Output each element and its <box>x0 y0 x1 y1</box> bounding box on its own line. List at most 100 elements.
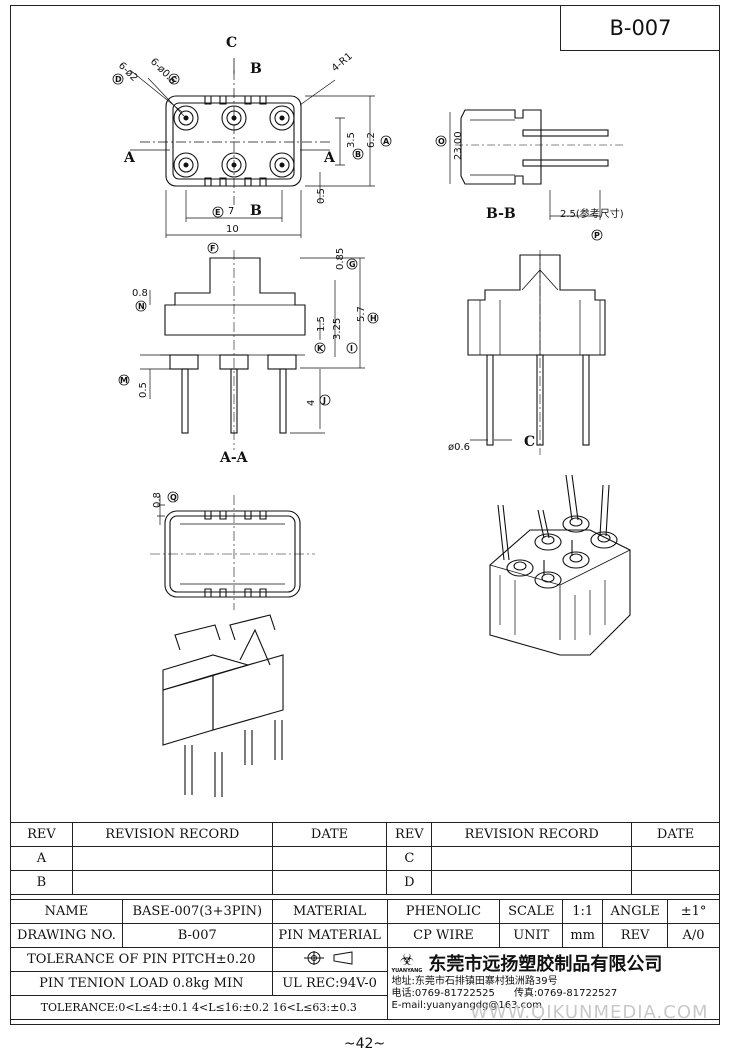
title-block: NAME BASE-007(3+3PIN) MATERIAL PHENOLIC … <box>10 899 721 1020</box>
rev-cell: B <box>10 870 73 895</box>
circle-label-p: P <box>591 229 603 241</box>
logo-text: YUANYANG <box>391 968 423 974</box>
rev-value: A/0 <box>667 923 720 948</box>
circle-label-b: B <box>352 148 364 160</box>
iso-edges <box>489 549 631 640</box>
bottom-notches <box>204 177 267 186</box>
revision-header-row: REV REVISION RECORD DATE REV REVISION RE… <box>10 822 720 847</box>
side-pin-bottom <box>522 159 609 167</box>
bottom-centerlines <box>150 495 315 610</box>
end-pin-right <box>582 354 590 446</box>
record-cell <box>71 870 273 895</box>
company-address: 地址:东莞市石排镇田寨村独洲路39号 <box>391 976 558 987</box>
date-cell <box>271 846 388 871</box>
page-number: ~42~ <box>343 1036 386 1052</box>
drawing-sheet-frame <box>10 5 720 1025</box>
angle-value: ±1° <box>667 899 720 924</box>
end-pin-left <box>486 354 494 446</box>
name-label: NAME <box>10 899 123 924</box>
dim-pitch-e-value: 7 <box>228 206 234 217</box>
pin-material-label: PIN MATERIAL <box>271 923 388 948</box>
bottom-bottom-notches <box>204 588 267 597</box>
top-view-outline <box>165 95 302 187</box>
circle-label-k: K <box>314 342 326 354</box>
date-header: DATE <box>271 822 388 847</box>
pin-material-value: CP WIRE <box>386 923 501 948</box>
circle-label-g: G <box>346 258 358 270</box>
rev-header: REV <box>10 822 73 847</box>
section-dim-i: 3.25 <box>332 318 343 340</box>
section-dim-m: 0.5 <box>138 382 149 398</box>
end-view-dim: ø0.6 <box>448 442 470 453</box>
svg-text:J: J <box>322 396 326 405</box>
dim-h <box>300 257 365 369</box>
circle-label-f: F <box>207 242 219 254</box>
material-value: PHENOLIC <box>386 899 501 924</box>
section-pin-left <box>181 368 189 434</box>
unit-label: UNIT <box>499 923 564 948</box>
iso-pins <box>497 474 618 589</box>
side-body <box>460 109 542 185</box>
iso2-center-rib <box>239 628 271 666</box>
unit-value: mm <box>562 923 604 948</box>
svg-text:K: K <box>317 344 324 353</box>
iso2-left-wall <box>162 674 214 746</box>
projection-symbol-icon <box>303 950 353 965</box>
bottom-dim-q: 0.8 <box>152 492 163 508</box>
revision-record-header: REVISION RECORD <box>71 822 273 847</box>
dim-pitch-e <box>185 190 283 222</box>
circle-label-n: N <box>135 300 147 312</box>
name-value: BASE-007(3+3PIN) <box>121 899 273 924</box>
rev-label: REV <box>602 923 669 948</box>
svg-text:P: P <box>594 231 600 240</box>
company-logo: ☣ YUANYANG <box>391 952 423 975</box>
iso-body <box>489 529 631 656</box>
circle-label-c: C <box>168 73 180 85</box>
date-header-2: DATE <box>631 822 720 847</box>
pitch-tolerance: TOLERANCE OF PIN PITCH±0.20 <box>10 947 273 972</box>
date-cell-2 <box>631 846 720 871</box>
iso2-right-wall <box>212 654 284 731</box>
angle-label: ANGLE <box>602 899 669 924</box>
company-block: ☣ YUANYANG 东莞市远扬塑胶制品有限公司 地址:东莞市石排镇田寨村独洲路… <box>386 947 721 1020</box>
end-body <box>467 254 606 356</box>
section-pin-right <box>279 368 287 434</box>
end-view-c <box>467 250 606 455</box>
isometric-bottom-view <box>162 614 284 797</box>
circle-label-d: D <box>112 73 124 85</box>
circle-label-i: I <box>346 342 358 354</box>
side-pin-top <box>522 129 609 137</box>
svg-text:E: E <box>215 208 220 217</box>
section-dim-j: 4 <box>306 400 317 406</box>
technical-drawing: C B B A A 6-ø2 6-ø0.6 4-R1 3.5 6.2 0.5 7… <box>112 35 631 797</box>
title-row-4: PIN TENION LOAD 0.8kg MIN UL REC:94V-0 <box>10 971 720 996</box>
title-row-5: TOLERANCE:0<L≤4:±0.1 4<L≤16:±0.2 16<L≤63… <box>10 995 720 1020</box>
dim-width-f <box>165 190 302 238</box>
ul-rating: UL REC:94V-0 <box>271 971 388 996</box>
svg-text:H: H <box>370 314 377 323</box>
circle-labels: A B C D E F G H I J K M N O P Q <box>112 73 603 503</box>
top-section-c-label: C <box>226 35 237 51</box>
dim-q <box>157 495 165 525</box>
side-dim-o-value: 23.00 <box>453 131 464 160</box>
company-name: 东莞市远扬塑胶制品有限公司 <box>428 954 663 975</box>
dim-offset-value: 0.5 <box>316 188 327 204</box>
scale-value: 1:1 <box>562 899 604 924</box>
record-cell-2 <box>431 846 633 871</box>
section-dim-h: 5.7 <box>356 306 367 322</box>
svg-text:M: M <box>120 376 128 385</box>
svg-text:B: B <box>355 150 361 159</box>
record-cell <box>71 846 273 871</box>
dim-radius: 4-R1 <box>330 51 355 74</box>
svg-text:G: G <box>349 260 356 269</box>
section-dim-g: 0.85 <box>335 248 346 270</box>
date-cell-2 <box>631 870 720 895</box>
title-row-1: NAME BASE-007(3+3PIN) MATERIAL PHENOLIC … <box>10 899 720 924</box>
leader-lines <box>129 69 336 117</box>
dim-n-m <box>140 290 170 399</box>
section-aa-title: A-A <box>219 450 249 466</box>
iso2-pins <box>184 720 283 797</box>
section-body <box>164 257 306 336</box>
top-view <box>129 58 375 238</box>
dim-p <box>549 190 601 220</box>
